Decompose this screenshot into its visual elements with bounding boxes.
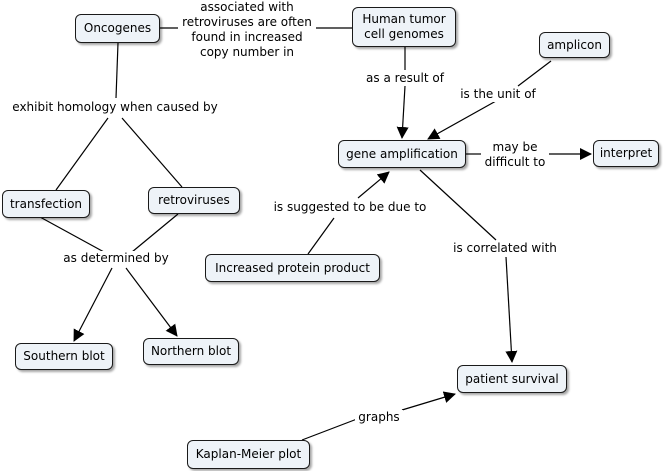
link-suggested: is suggested to be due to	[272, 200, 428, 215]
node-patient-survival-label: patient survival	[465, 371, 559, 386]
node-retroviruses[interactable]: retroviruses	[148, 187, 240, 214]
node-kaplan-meier-label: Kaplan-Meier plot	[195, 447, 302, 461]
link-correlated: is correlated with	[449, 241, 561, 256]
node-interpret[interactable]: interpret	[593, 140, 659, 167]
arrow-determined-to-southern	[73, 267, 113, 342]
link-unit-of: is the unit of	[456, 87, 540, 102]
node-gene-amplification[interactable]: gene amplification	[338, 140, 466, 168]
line-homology-to-retroviruses	[121, 117, 183, 188]
line-gene-amp-to-correlated	[419, 169, 497, 241]
line-amplicon-to-unit	[517, 60, 552, 87]
arrow-suggested-to-gene-amp	[357, 171, 390, 199]
node-oncogenes[interactable]: Oncogenes	[75, 14, 160, 43]
node-interpret-label: interpret	[599, 146, 653, 160]
node-gene-amplification-label: gene amplification	[346, 146, 458, 161]
node-kaplan-meier[interactable]: Kaplan-Meier plot	[187, 440, 310, 469]
node-northern-blot-label: Northern blot	[150, 344, 232, 358]
line-protein-to-suggested	[307, 217, 335, 255]
link-associated: associated with retroviruses are often f…	[178, 0, 316, 60]
line-kaplan-to-graphs	[301, 418, 358, 441]
node-transfection-label: transfection	[9, 196, 83, 211]
node-human-tumor[interactable]: Human tumor cell genomes	[352, 7, 456, 47]
node-transfection[interactable]: transfection	[2, 190, 90, 218]
arrow-result-to-gene-amp	[396, 85, 409, 139]
arrow-graphs-to-survival	[401, 391, 456, 411]
link-determined: as determined by	[60, 251, 172, 266]
node-oncogenes-label: Oncogenes	[83, 21, 152, 35]
line-homology-to-transfection	[55, 117, 109, 191]
node-retroviruses-label: retroviruses	[158, 193, 230, 207]
node-northern-blot[interactable]: Northern blot	[143, 338, 239, 365]
link-result-of: as a result of	[362, 71, 448, 86]
node-southern-blot[interactable]: Southern blot	[15, 343, 113, 370]
node-human-tumor-label: Human tumor cell genomes	[362, 12, 446, 41]
line-retroviruses-to-determined	[131, 213, 179, 253]
node-southern-blot-label: Southern blot	[23, 349, 105, 363]
node-amplicon-label: amplicon	[547, 37, 602, 52]
line-transfection-to-determined	[39, 216, 105, 253]
node-amplicon[interactable]: amplicon	[539, 32, 610, 58]
arrow-correlated-to-survival	[505, 256, 518, 363]
link-homology: exhibit homology when caused by	[10, 100, 220, 115]
link-may-be-difficult: may be difficult to	[481, 140, 549, 170]
arrow-unit-to-gene-amp	[427, 100, 497, 140]
line-oncogenes-to-homology	[115, 42, 119, 99]
node-increased-protein-label: Increased protein product	[215, 260, 370, 275]
node-increased-protein[interactable]: Increased protein product	[205, 254, 380, 282]
arrow-determined-to-northern	[125, 267, 178, 337]
node-patient-survival[interactable]: patient survival	[457, 365, 567, 393]
link-graphs: graphs	[355, 410, 403, 425]
